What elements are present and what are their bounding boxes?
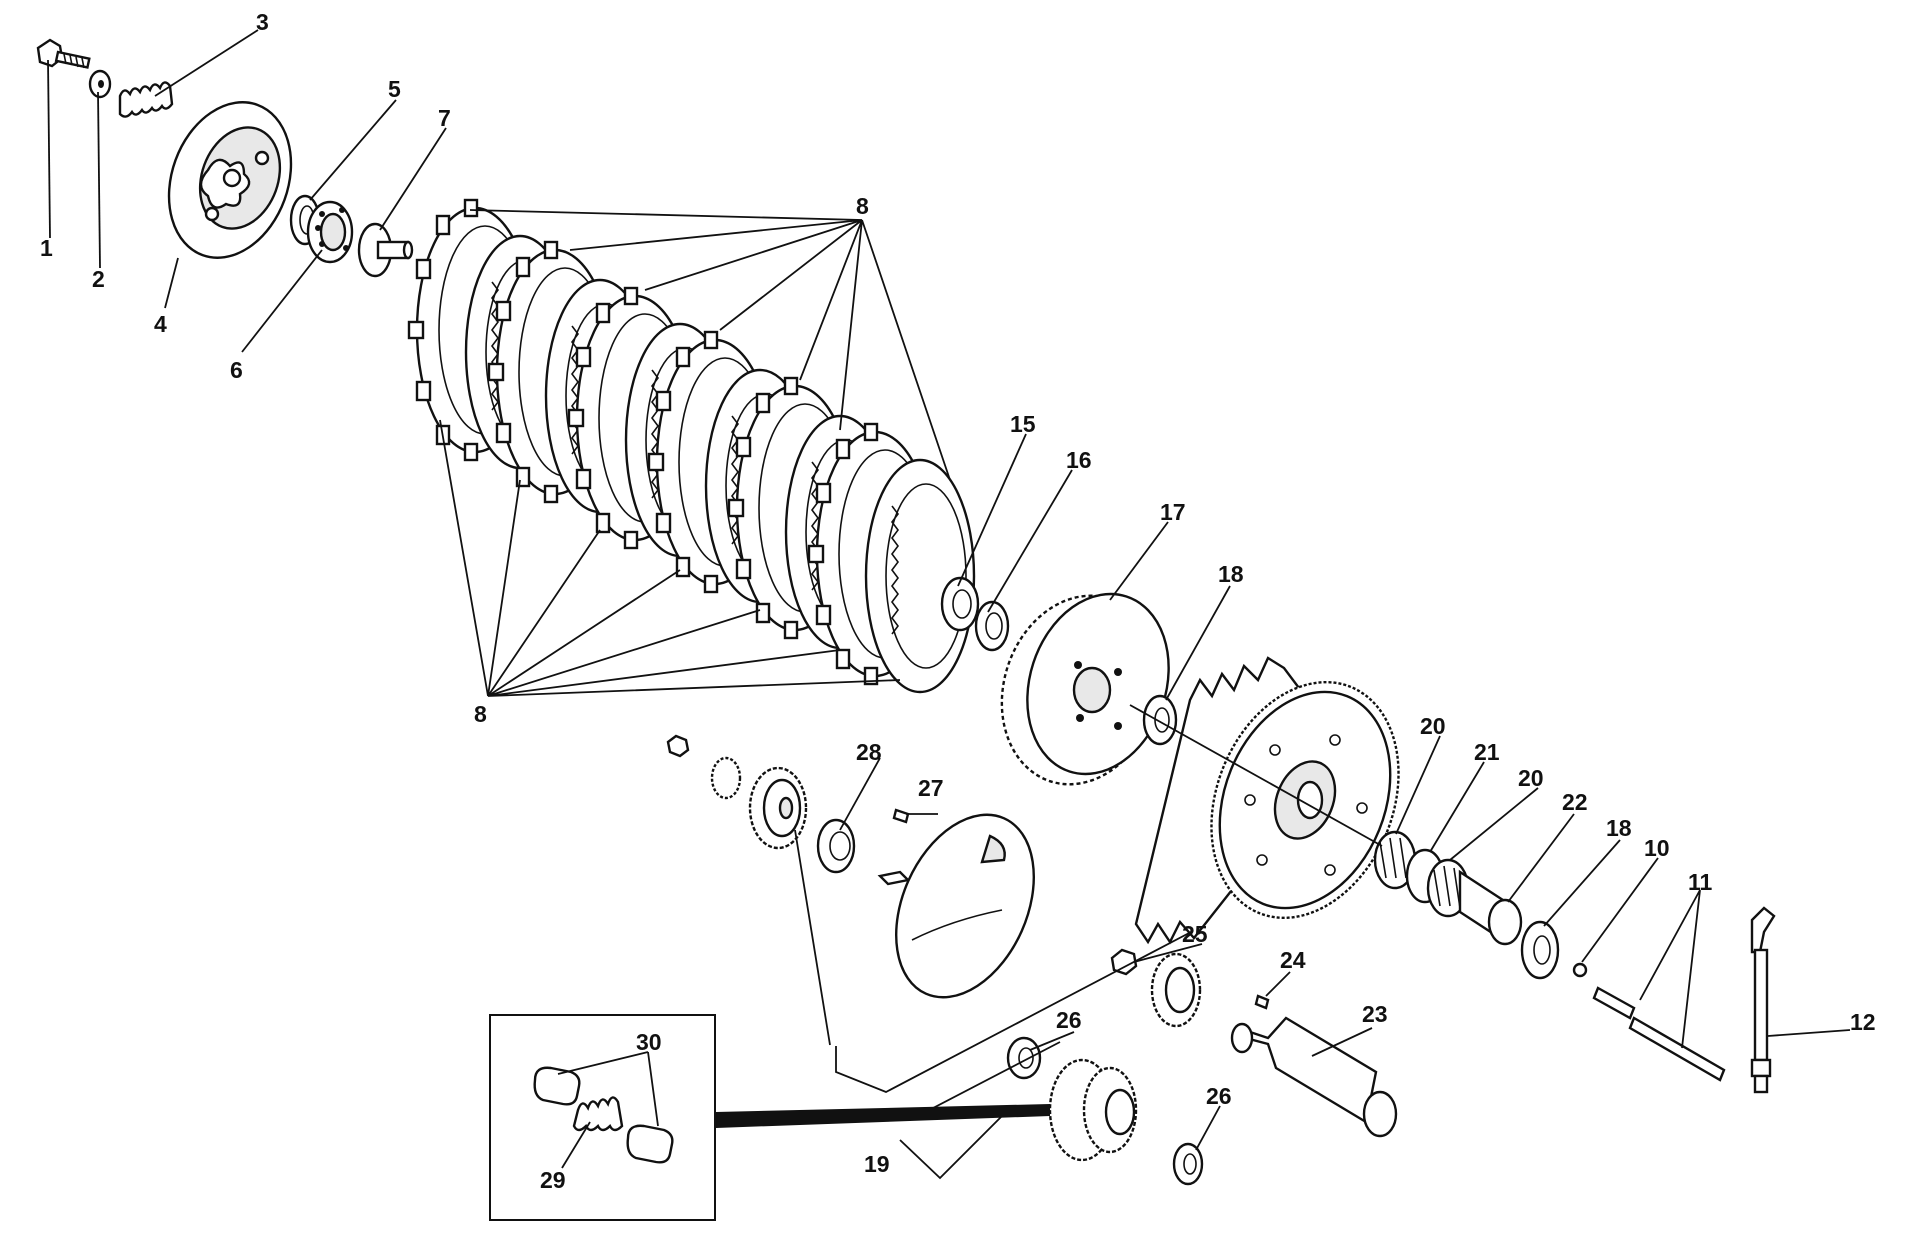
label-26-upper: 26 [1056, 1007, 1082, 1033]
key-part [892, 808, 910, 824]
washer-26b-part [1172, 1142, 1204, 1186]
label-28: 28 [856, 739, 882, 765]
part-labels: 1 2 3 4 5 6 7 8 8 10 11 12 15 16 17 18 1… [40, 9, 1876, 1193]
label-30: 30 [636, 1029, 662, 1055]
release-lever-part [1750, 906, 1776, 1094]
label-7: 7 [438, 105, 451, 131]
leader-lines-plates [439, 209, 951, 697]
label-20-left: 20 [1420, 713, 1446, 739]
crank-flywheel-part [877, 813, 1035, 999]
washer-part [88, 69, 112, 99]
label-8-bottom: 8 [474, 701, 487, 727]
label-21: 21 [1474, 739, 1500, 765]
shaft-seal-part [816, 818, 856, 874]
ball-part [1572, 962, 1588, 978]
gear-25-part [1150, 952, 1202, 1028]
spring-part [118, 81, 174, 118]
pushrod-cap-part [357, 222, 414, 278]
label-25: 25 [1182, 921, 1208, 947]
label-27: 27 [918, 775, 944, 801]
label-18-lower: 18 [1606, 815, 1632, 841]
label-12: 12 [1850, 1009, 1876, 1035]
gear-19-part [1048, 1058, 1138, 1162]
label-29: 29 [540, 1167, 566, 1193]
label-22: 22 [1562, 789, 1588, 815]
label-3: 3 [256, 9, 269, 35]
nut-small-part [666, 734, 690, 758]
label-18-upper: 18 [1218, 561, 1244, 587]
pressure-plate-part [167, 101, 293, 259]
label-1: 1 [40, 235, 53, 261]
label-20-right: 20 [1518, 765, 1544, 791]
label-23: 23 [1362, 1001, 1388, 1027]
label-16: 16 [1066, 447, 1092, 473]
needle-bearing-part-2 [1426, 858, 1470, 918]
leader-lines-inset [557, 1051, 659, 1169]
label-10: 10 [1644, 835, 1670, 861]
label-8-top: 8 [856, 193, 869, 219]
clutch-plate-stack [407, 198, 976, 694]
thrust-washer-part [1520, 920, 1560, 980]
hub-nut-part [940, 576, 980, 632]
needle-bearing-part [1373, 830, 1417, 890]
bushing-part [1458, 869, 1523, 946]
label-24: 24 [1280, 947, 1306, 973]
washer-26-part [1006, 1036, 1042, 1080]
gear-small-part [748, 766, 808, 850]
label-2: 2 [92, 266, 105, 292]
nut-25-part [1110, 948, 1138, 976]
lock-washer-part [710, 756, 742, 800]
clutch-basket-part [1134, 656, 1400, 945]
clutch-hub-part [1000, 592, 1170, 786]
detail-inset [489, 1014, 716, 1221]
pushrod-long-part [1628, 1016, 1726, 1082]
label-11: 11 [1688, 869, 1713, 895]
bearing-part [306, 200, 354, 264]
tab-washer-part [1142, 694, 1178, 746]
leader-lines [47, 29, 1851, 1151]
screw-part [36, 38, 91, 69]
label-26-lower: 26 [1206, 1083, 1232, 1109]
label-15: 15 [1010, 411, 1036, 437]
label-17: 17 [1160, 499, 1186, 525]
kickstart-shaft-part [1230, 1016, 1398, 1138]
label-5: 5 [388, 76, 401, 102]
pushrod-short-part [1592, 986, 1636, 1020]
label-4: 4 [154, 311, 167, 337]
inset-pointer [716, 1104, 1050, 1128]
hub-washer-part [974, 600, 1010, 652]
pin-24-part [1254, 994, 1270, 1010]
label-19: 19 [864, 1151, 890, 1177]
label-6: 6 [230, 357, 243, 383]
